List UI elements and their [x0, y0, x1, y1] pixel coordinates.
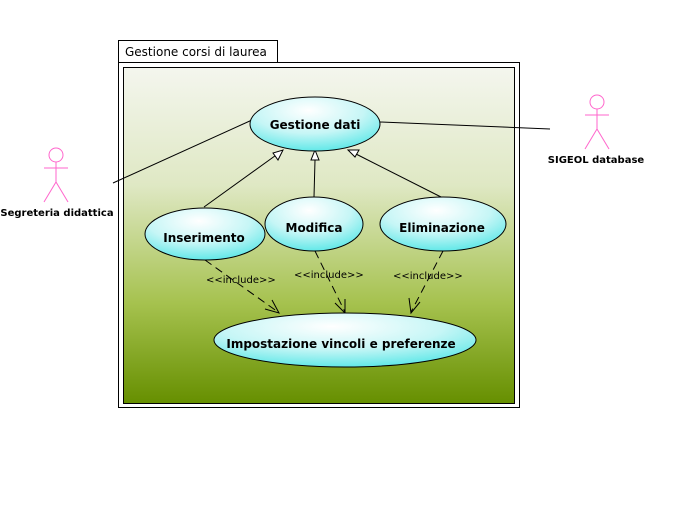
association-segreteria [112, 119, 253, 184]
generalization-eliminazione [346, 149, 444, 199]
association-sigeol [379, 121, 551, 130]
actor-sigeol-label: SIGEOL database [548, 155, 645, 166]
usecase-eliminazione-label: Eliminazione [399, 221, 485, 235]
package-tab: Gestione corsi di laurea [118, 40, 278, 63]
usecase-gestione-dati-label: Gestione dati [270, 118, 361, 132]
usecase-modifica[interactable]: Modifica [264, 196, 364, 252]
generalization-modifica [310, 148, 320, 198]
include-label-modifica: <<include>> [294, 270, 364, 281]
usecase-inserimento[interactable]: Inserimento [144, 207, 266, 261]
include-label-inserimento: <<include>> [206, 275, 276, 286]
actor-segreteria-icon[interactable] [43, 147, 69, 203]
usecase-gestione-dati[interactable]: Gestione dati [249, 96, 381, 152]
actor-sigeol-icon[interactable] [584, 94, 610, 150]
usecase-eliminazione[interactable]: Eliminazione [379, 196, 507, 252]
generalization-inserimento [203, 149, 284, 208]
usecase-modifica-label: Modifica [286, 221, 343, 235]
actor-segreteria-label: Segreteria didattica [0, 208, 113, 219]
usecase-impostazione[interactable]: Impostazione vincoli e preferenze [213, 312, 477, 368]
include-inserimento [204, 259, 281, 314]
package-title: Gestione corsi di laurea [125, 45, 267, 59]
usecase-inserimento-label: Inserimento [163, 231, 245, 245]
usecase-impostazione-label: Impostazione vincoli e preferenze [226, 337, 455, 351]
include-eliminazione [408, 250, 444, 315]
include-label-eliminazione: <<include>> [393, 271, 463, 282]
